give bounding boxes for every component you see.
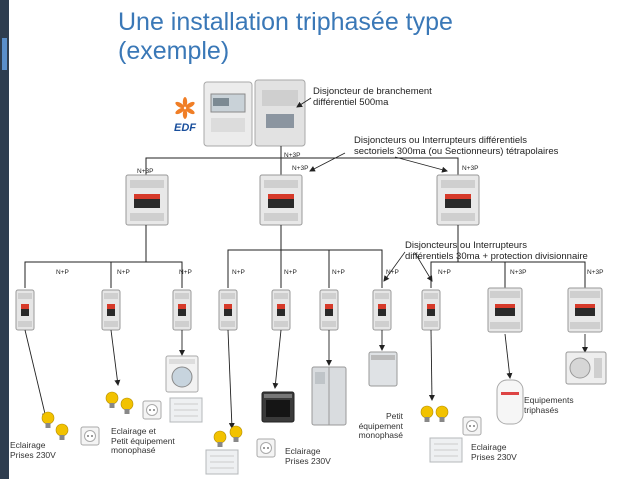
outlet-icon xyxy=(256,438,276,458)
caption-4-line-3: monophasé xyxy=(358,430,403,441)
radiator-icon xyxy=(169,397,203,423)
label-breaker-4: N+P xyxy=(232,269,245,276)
label-breaker-2: N+P xyxy=(117,269,130,276)
division-arrow-1 xyxy=(383,251,406,282)
load-arrows xyxy=(24,329,588,429)
caption-2-line-3: monophasé xyxy=(111,445,156,456)
caption-1-line-1: Eclairage xyxy=(10,440,46,450)
division-breaker-7 xyxy=(372,289,392,331)
caption-5-line-1: Eclairage xyxy=(471,442,507,452)
annotation-sector-line-2: sectoriels 300ma (ou Sectionneurs) tétra… xyxy=(354,145,559,157)
caption-1-line-2: Prises 230V xyxy=(10,449,56,460)
annotation-division-breakers: Disjoncteurs ou Interrupteurs différenti… xyxy=(405,240,588,262)
annotation-sector-line-1: Disjoncteurs ou Interrupteurs différenti… xyxy=(354,135,528,146)
label-breaker-10: N+3P xyxy=(587,269,603,276)
electric-meter xyxy=(203,81,253,147)
division-breaker-9 xyxy=(487,287,523,333)
slide-sidebar xyxy=(0,0,9,479)
division-breaker-3 xyxy=(172,289,192,331)
annotation-main-breaker-line-2: différentiel 500ma xyxy=(313,96,389,108)
fridge-icon xyxy=(311,366,347,426)
label-feed-center: N+3P xyxy=(292,165,308,172)
caption-4-line-1: Petit xyxy=(385,411,403,421)
sector-arrow-2 xyxy=(394,156,448,173)
water-heater-icon xyxy=(496,379,524,425)
oven-icon xyxy=(261,391,295,423)
main-breaker-arrow xyxy=(296,97,312,108)
caption-3-line-1: Eclairage xyxy=(285,446,321,456)
division-breaker-5 xyxy=(271,289,291,331)
bulb-icon xyxy=(105,391,134,415)
annotation-division-line-2: différentiels 30ma + protection division… xyxy=(405,250,588,262)
caption-6-line-1: Equipements xyxy=(524,395,574,405)
annotation-division-line-1: Disjoncteurs ou Interrupteurs xyxy=(405,240,527,251)
caption-group-1: Eclairage Prises 230V xyxy=(10,440,56,460)
caption-4-line-2: équipement xyxy=(358,420,403,431)
label-breaker-6: N+P xyxy=(332,269,345,276)
branch-lines xyxy=(24,225,586,288)
division-breaker-10 xyxy=(567,287,603,333)
caption-3-line-2: Prises 230V xyxy=(285,455,331,466)
sector-breaker-right xyxy=(436,174,480,226)
bulb-icon xyxy=(41,411,69,441)
caption-2-line-1: Eclairage et xyxy=(111,426,156,436)
caption-6-line-2: triphasés xyxy=(524,404,559,415)
caption-group-3: Eclairage Prises 230V xyxy=(285,446,331,466)
annotation-sector-breakers: Disjoncteurs ou Interrupteurs différenti… xyxy=(354,135,559,157)
division-arrow-2 xyxy=(414,252,433,282)
bulb-icon xyxy=(420,405,449,423)
edf-logo: EDF xyxy=(174,97,196,134)
slide-title: Une installation triphasée type (exemple… xyxy=(118,8,453,66)
caption-2-line-2: Petit équipement xyxy=(111,435,175,446)
dishwasher-icon xyxy=(368,351,398,387)
caption-group-2: Eclairage et Petit équipement monophasé xyxy=(111,426,175,456)
ac-unit-icon xyxy=(565,351,607,385)
caption-5-line-2: Prises 230V xyxy=(471,451,517,462)
sector-breaker-center xyxy=(259,174,303,226)
label-breaker-1: N+P xyxy=(56,269,69,276)
caption-group-6: Equipements triphasés xyxy=(524,395,574,415)
annotation-main-breaker-line-1: Disjoncteur de branchement xyxy=(313,86,432,97)
division-breaker-6 xyxy=(319,289,339,331)
sector-arrow-1 xyxy=(309,152,346,172)
main-feed-lines xyxy=(145,146,459,175)
caption-group-5: Eclairage Prises 230V xyxy=(471,442,517,462)
title-line-2: (exemple) xyxy=(118,36,230,65)
main-breaker xyxy=(254,79,306,147)
division-breaker-2 xyxy=(101,289,121,331)
sector-breaker-left xyxy=(125,174,169,226)
division-breaker-1 xyxy=(15,289,35,331)
outlet-icon xyxy=(462,416,482,436)
bulb-icon xyxy=(213,425,243,448)
label-feed-right: N+3P xyxy=(462,165,478,172)
radiator-icon xyxy=(429,437,463,463)
label-breaker-3: N+P xyxy=(179,269,192,276)
caption-group-4: Petit équipement monophasé xyxy=(357,411,403,441)
label-breaker-9: N+3P xyxy=(510,269,526,276)
division-breaker-8 xyxy=(421,289,441,331)
label-breaker-8: N+P xyxy=(438,269,451,276)
radiator-icon xyxy=(205,449,239,475)
label-main-out: N+3P xyxy=(284,152,300,159)
division-breaker-4 xyxy=(218,289,238,331)
outlet-icon xyxy=(80,426,100,446)
label-feed-left: N+3P xyxy=(137,168,153,175)
title-line-1: Une installation triphasée type xyxy=(118,8,453,36)
sidebar-accent xyxy=(2,38,7,70)
annotation-main-breaker: Disjoncteur de branchement différentiel … xyxy=(313,86,432,108)
label-breaker-5: N+P xyxy=(284,269,297,276)
washing-machine-icon xyxy=(165,355,199,393)
outlet-icon xyxy=(142,400,162,420)
edf-logo-text: EDF xyxy=(174,122,196,134)
label-breaker-7: N+P xyxy=(386,269,399,276)
